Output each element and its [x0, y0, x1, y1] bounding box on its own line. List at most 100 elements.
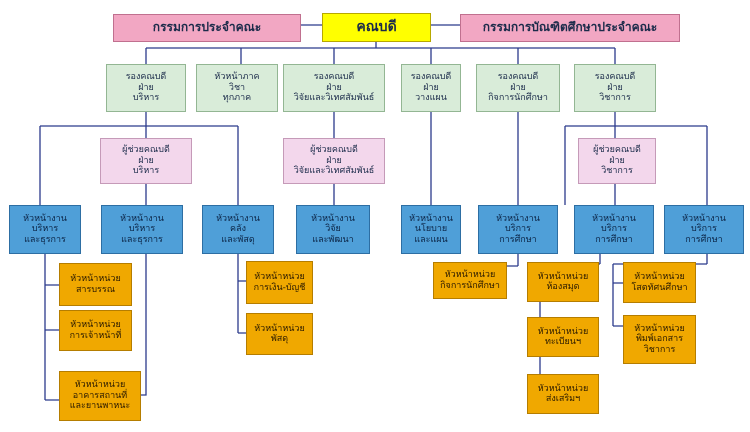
dean-label: คณบดี [356, 19, 397, 36]
section-policy-box: หัวหน้างาน นโยบาย และแผน [401, 205, 461, 254]
unit-student-affairs-box: หัวหน้าหน่วย กิจการนักศึกษา [433, 262, 507, 299]
box-line: กิจการนักศึกษา [440, 280, 500, 291]
section-education-1-box: หัวหน้างาน บริการ การศึกษา [574, 205, 654, 254]
section-education-2-box: หัวหน้างาน บริการ การศึกษา [664, 205, 744, 254]
vice-dean-student-box: รองคณบดี ฝ่าย กิจการนักศึกษา [476, 64, 560, 112]
box-line: หัวหน้าหน่วย [70, 274, 121, 285]
box-line: ฝ่าย [609, 155, 625, 166]
box-line: คลัง [230, 224, 246, 235]
box-line: วิจัยและวิเทศสัมพันธ์ [293, 166, 375, 177]
box-line: รองคณบดี [313, 72, 355, 83]
box-line: หัวหน้าหน่วย [74, 380, 126, 391]
box-line: หัวหน้างาน [23, 213, 67, 224]
vice-dean-research-box: รองคณบดี ฝ่าย วิจัยและวิเทศสัมพันธ์ [283, 64, 385, 112]
unit-saraban-box: หัวหน้าหน่วย สารบรรณ [59, 263, 132, 306]
box-line: ผู้ช่วยคณบดี [593, 145, 641, 156]
connector [469, 112, 519, 267]
box-line: ผู้ช่วยคณบดี [310, 145, 358, 156]
vice-dean-planning-box: รองคณบดี ฝ่าย วางแผน [401, 64, 461, 112]
unit-library-box: หัวหน้าหน่วย ห้องสมุด [527, 262, 599, 302]
box-line: รองคณบดี [410, 72, 452, 83]
box-line: รองคณบดี [125, 72, 167, 83]
box-line: หัวหน้าหน่วย [537, 271, 589, 282]
box-line: หัวหน้าภาค [214, 72, 260, 83]
box-line: หัวหน้างาน [682, 213, 726, 224]
box-line: รองคณบดี [497, 72, 539, 83]
section-general-admin-2-box: หัวหน้างาน บริหาร และธุรการ [101, 205, 183, 254]
box-line: บริหาร [128, 224, 156, 235]
box-line: บริหาร [132, 166, 160, 177]
section-treasury-box: หัวหน้างาน คลัง และพัสดุ [202, 205, 274, 254]
box-line: หัวหน้างาน [592, 213, 636, 224]
box-line: หัวหน้าหน่วย [444, 270, 496, 281]
box-line: หัวหน้างาน [409, 213, 453, 224]
box-line: ฝ่าย [138, 155, 154, 166]
box-line: หัวหน้างาน [216, 213, 260, 224]
box-line: วิชาการ [643, 344, 676, 355]
box-line: ห้องสมุด [546, 282, 580, 292]
box-line: หัวหน้างาน [496, 213, 540, 224]
unit-buildings-box: หัวหน้าหน่วย อาคารสถานที่ และยานพาหนะ [59, 371, 141, 421]
box-line: โสตทัศนศึกษา [631, 282, 688, 293]
box-line: วิชาการ [601, 166, 633, 177]
faculty-committee-label: กรรมการประจำคณะ [152, 20, 262, 35]
graduate-committee-box: กรรมการบัณฑิตศึกษาประจำคณะ [460, 14, 680, 42]
unit-finance-box: หัวหน้าหน่วย การเงิน-บัญชี [246, 261, 313, 304]
unit-printing-box: หัวหน้าหน่วย พิมพ์เอกสาร วิชาการ [623, 315, 696, 364]
box-line: การเงิน-บัญชี [253, 282, 306, 293]
connector [39, 112, 239, 205]
box-line: อาคารสถานที่ [72, 390, 128, 401]
faculty-committee-box: กรรมการประจำคณะ [113, 14, 301, 42]
graduate-committee-label: กรรมการบัณฑิตศึกษาประจำคณะ [482, 20, 658, 35]
section-research-box: หัวหน้างาน วิจัย และพัฒนา [296, 205, 370, 254]
connector [564, 112, 708, 205]
dean-box: คณบดี [322, 13, 431, 42]
unit-supplies-box: หัวหน้าหน่วย พัสดุ [246, 313, 313, 355]
unit-av-box: หัวหน้าหน่วย โสตทัศนศึกษา [623, 262, 696, 303]
unit-promotion-box: หัวหน้าหน่วย ส่งเสริมฯ [527, 374, 599, 414]
box-line: การศึกษา [595, 234, 633, 245]
assistant-dean-admin-box: ผู้ช่วยคณบดี ฝ่าย บริหาร [100, 138, 192, 184]
box-line: การศึกษา [685, 234, 723, 245]
box-line: ผู้ช่วยคณบดี [122, 145, 170, 156]
department-heads-box: หัวหน้าภาค วิชา ทุกภาค [196, 64, 278, 112]
box-line: กิจการนักศึกษา [488, 93, 548, 104]
vice-dean-academic-box: รองคณบดี ฝ่าย วิชาการ [574, 64, 656, 112]
connector [145, 37, 616, 64]
box-line: วิจัย [325, 224, 341, 235]
box-line: พิมพ์เอกสาร [635, 334, 684, 345]
box-line: การศึกษา [499, 234, 537, 245]
box-line: หัวหน้าหน่วย [254, 323, 305, 334]
box-line: สารบรรณ [75, 284, 116, 295]
box-line: บริการ [691, 224, 717, 235]
box-line: ทุกภาค [222, 93, 252, 104]
box-line: วางแผน [415, 93, 447, 104]
box-line: วิชาการ [599, 93, 631, 104]
box-line: พัสดุ [270, 334, 289, 344]
box-line: หัวหน้าหน่วย [537, 326, 589, 337]
box-line: บริหาร [31, 224, 59, 235]
section-general-admin-1-box: หัวหน้างาน บริหาร และธุรการ [9, 205, 81, 254]
box-line: และพัสดุ [221, 234, 255, 245]
box-line: ทะเบียนฯ [544, 337, 582, 347]
assistant-dean-research-box: ผู้ช่วยคณบดี ฝ่าย วิจัยและวิเทศสัมพันธ์ [283, 138, 385, 184]
box-line: ฝ่าย [607, 82, 623, 93]
box-line: หัวหน้าหน่วย [254, 272, 305, 283]
connector [237, 254, 246, 334]
box-line: การเจ้าหน้าที่ [69, 330, 122, 341]
box-line: หัวหน้าหน่วย [70, 320, 121, 331]
box-line: และธุรการ [121, 234, 163, 245]
unit-registration-box: หัวหน้าหน่วย ทะเบียนฯ [527, 317, 599, 357]
box-line: บริการ [505, 224, 531, 235]
box-line: หัวหน้าหน่วย [537, 383, 589, 394]
box-line: หัวหน้าหน่วย [634, 272, 685, 283]
connector [44, 254, 59, 401]
box-line: บริหาร [132, 93, 160, 104]
box-line: นโยบาย [414, 224, 448, 235]
box-line: และยานพาหนะ [69, 401, 131, 412]
vice-dean-admin-box: รองคณบดี ฝ่าย บริหาร [106, 64, 186, 112]
box-line: บริการ [601, 224, 627, 235]
unit-personnel-box: หัวหน้าหน่วย การเจ้าหน้าที่ [59, 310, 132, 351]
box-line: ฝ่าย [138, 82, 154, 93]
